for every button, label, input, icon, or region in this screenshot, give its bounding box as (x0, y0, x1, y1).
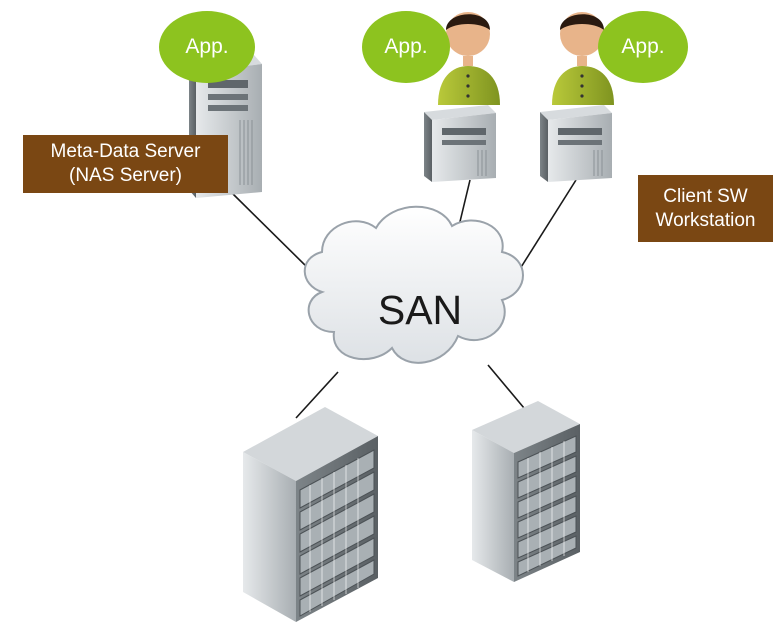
metadata-server-label-line2: (NAS Server) (69, 165, 182, 186)
user-figure-2 (552, 12, 614, 105)
client-workstation-label: Client SW Workstation (638, 175, 773, 242)
storage-rack-large (243, 407, 378, 622)
app-bubble-3 (598, 11, 688, 83)
link-metadata-server (231, 192, 313, 273)
client-workstation-label-line2: Workstation (655, 209, 756, 231)
app-bubbles (159, 11, 688, 83)
app-label-3: App. (621, 35, 665, 58)
user-figure-1 (438, 12, 500, 105)
workstation-1 (424, 105, 496, 182)
link-storage-right (487, 364, 525, 409)
app-bubble-2 (362, 11, 450, 83)
metadata-server-label-line1: Meta-Data Server (50, 141, 201, 162)
metadata-server-label: Meta-Data Server (NAS Server) (23, 135, 228, 193)
san-label: SAN (377, 286, 463, 333)
app-bubble-1 (159, 11, 255, 83)
storage-rack-small (472, 401, 580, 582)
network-links (231, 179, 577, 419)
link-workstation-2 (517, 179, 577, 273)
link-storage-left (295, 371, 339, 419)
san-cloud (303, 205, 524, 364)
client-workstation-label-line1: Client SW (663, 185, 748, 207)
app-label-2: App. (384, 35, 428, 58)
app-label-1: App. (185, 35, 229, 58)
workstation-2 (540, 105, 612, 182)
